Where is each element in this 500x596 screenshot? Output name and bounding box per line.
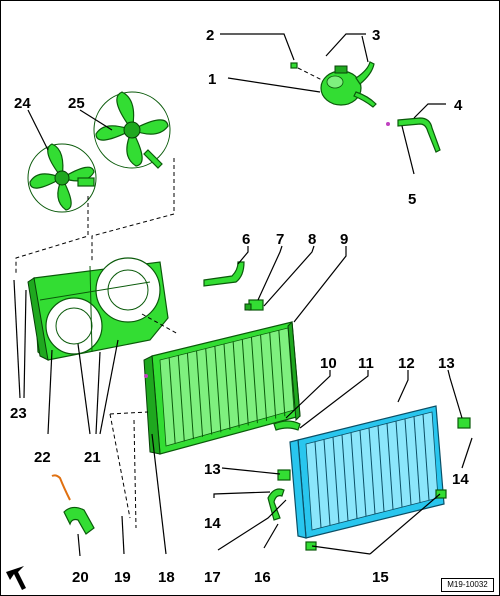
callout-17: 17 [204,569,221,586]
callout-3: 3 [372,27,380,44]
direction-arrow-icon [6,566,26,590]
dashed-line-19a [109,411,149,415]
callout-8: 8 [308,231,316,248]
coolant-hose-4 [386,117,441,153]
callout-20: 20 [72,569,89,586]
dashed-line-fan25 [91,158,175,262]
callout-21: 21 [84,449,101,466]
callout-23: 23 [10,405,27,422]
callout-10: 10 [320,355,337,372]
fan-shroud [27,257,169,361]
hose-6 [203,261,245,287]
callout-13-left: 13 [204,461,221,478]
cap [290,62,298,69]
dashed-line-19b [109,413,131,519]
condenser [289,405,445,539]
fitting-7-8 [244,299,264,311]
fan-24 [27,143,97,213]
expansion-tank [320,61,377,108]
dashed-line-cap [297,67,323,81]
harness-20 [51,474,95,535]
hose-17 [267,488,285,521]
callout-22: 22 [34,449,51,466]
callout-15: 15 [372,569,389,586]
callout-4: 4 [454,97,463,114]
callout-14-right: 14 [452,471,469,488]
callout-14-left: 14 [204,515,221,532]
dashed-line-19c [133,419,137,529]
radiator [143,320,301,455]
callout-5: 5 [408,191,416,208]
callout-19: 19 [114,569,131,586]
callout-9: 9 [340,231,348,248]
receiver-13 [277,417,471,481]
callout-1: 1 [208,71,216,88]
callout-24: 24 [14,95,31,112]
callout-11: 11 [358,355,374,372]
callout-6: 6 [242,231,250,248]
reference-code: M19-10032 [441,578,494,592]
callout-16: 16 [254,569,271,586]
callout-2: 2 [206,27,214,44]
leader-lines [13,33,473,557]
hose-10-11 [273,420,301,431]
callout-13-top: 13 [438,355,455,372]
callout-7: 7 [276,231,284,248]
callout-18: 18 [158,569,175,586]
callout-12: 12 [398,355,415,372]
fan-25 [93,91,171,169]
callout-25: 25 [68,95,85,112]
dashed-line-fan24 [15,196,89,274]
